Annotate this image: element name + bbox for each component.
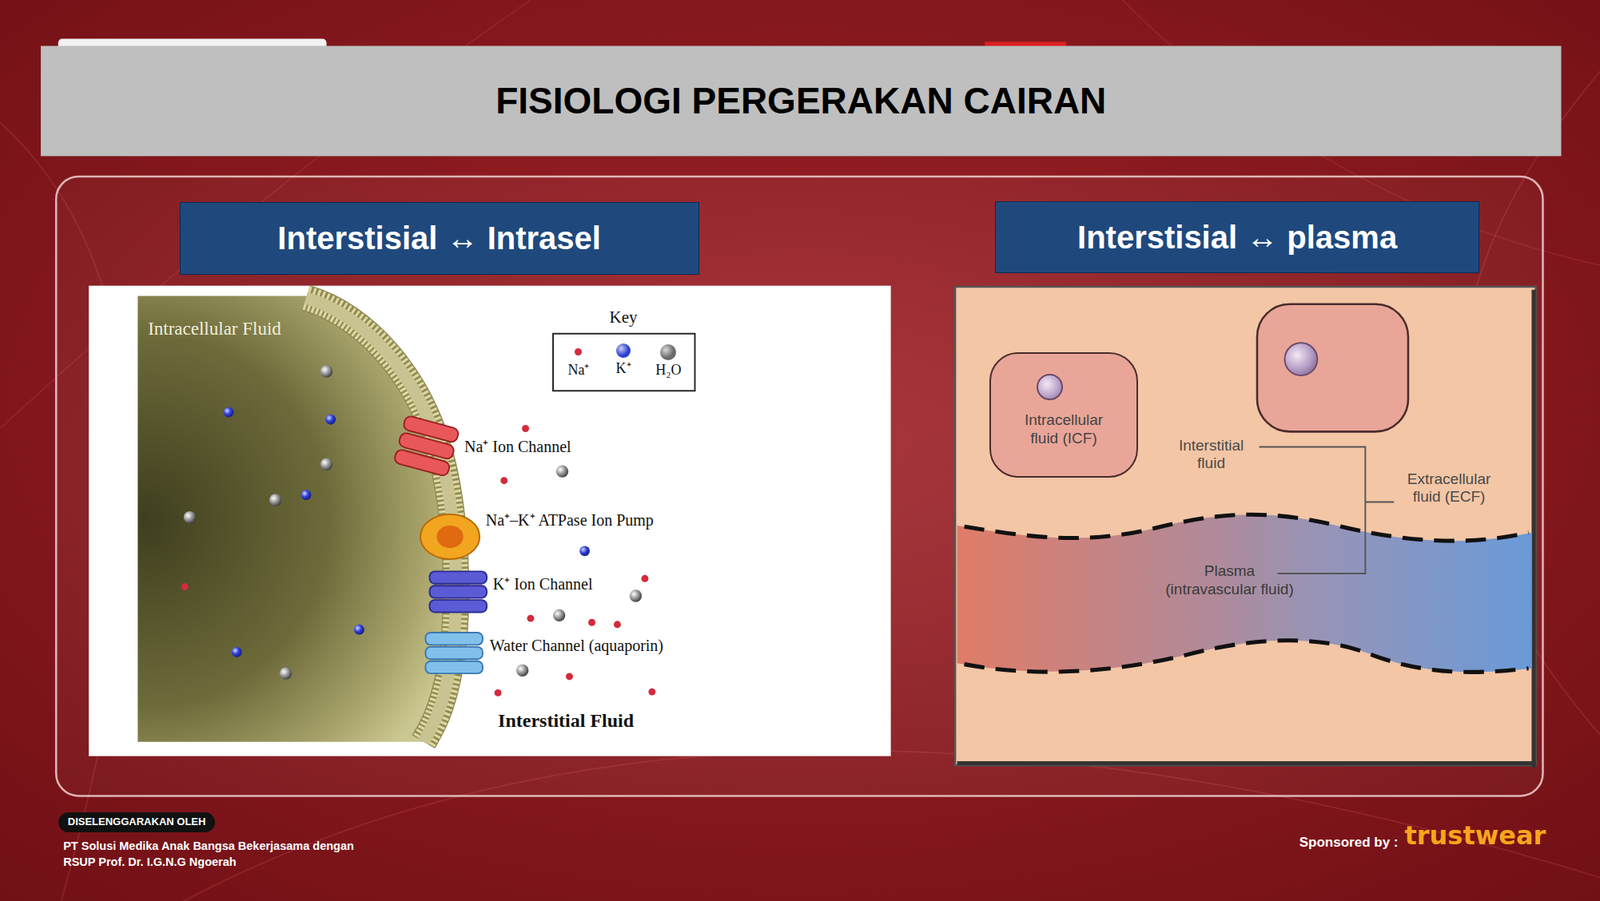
channel-subunit — [425, 632, 483, 645]
cell-shape: Intracellular fluid (ICF) — [989, 352, 1138, 478]
channel-subunit — [425, 647, 483, 660]
legend-box — [553, 334, 695, 392]
legend-entry: K⁺ — [599, 341, 648, 378]
water-molecule — [553, 609, 566, 622]
slide-title: FISIOLOGI PERGERAKAN CAIRAN — [40, 45, 1561, 156]
legend-swatch — [616, 343, 631, 359]
channel-subunit — [393, 449, 450, 478]
vessel-wall — [964, 514, 1529, 542]
node-text: Intracellular fluid (ICF) — [1019, 411, 1108, 449]
sodium-ion — [565, 672, 574, 681]
legend-text: K⁺ — [616, 360, 632, 378]
k-ion-channel — [429, 571, 488, 613]
channel-subunit — [429, 571, 488, 584]
water-molecule — [516, 664, 529, 677]
plasma-band-label: Plasma (intravascular fluid) — [1153, 562, 1307, 612]
sodium-ion — [181, 583, 189, 591]
bracket-line — [1365, 501, 1394, 504]
illustration-ground — [88, 286, 892, 757]
water-molecule — [269, 493, 282, 506]
potassium-ion — [354, 624, 365, 636]
organizer-text: RSUP Prof. Dr. I.G.N.G Ngoerah — [63, 855, 236, 870]
cell-interior — [137, 295, 456, 742]
legend-entry: H₂O — [644, 342, 693, 379]
water-molecule — [556, 465, 569, 478]
cell-shape — [1257, 304, 1409, 433]
pump-body — [420, 514, 480, 560]
sodium-ion — [640, 575, 649, 583]
region-label: Interstitial fluid — [1171, 437, 1252, 473]
organizer-text: PT Solusi Medika Anak Bangsa Bekerjasama… — [63, 839, 355, 854]
legend-swatch-holder — [574, 342, 582, 363]
potassium-ion — [301, 489, 312, 501]
part-label: Na⁺–K⁺ ATPase Ion Pump — [485, 511, 654, 530]
sodium-ion — [500, 477, 508, 485]
legend-entry: Na⁺ — [554, 342, 603, 379]
part-label: Water Channel (aquaporin) — [489, 636, 664, 656]
potassium-ion — [325, 414, 336, 426]
frame-shadow — [1531, 290, 1536, 769]
legend-text: Na⁺ — [567, 362, 590, 379]
water-molecule — [279, 667, 292, 680]
frame-shadow — [957, 761, 1537, 766]
part-label: K⁺ Ion Channel — [493, 575, 594, 594]
header-box: Interstisial ↔ plasma — [995, 201, 1480, 275]
nucleus — [1036, 374, 1063, 401]
title-bar — [40, 45, 1561, 156]
atpase-pump — [420, 514, 480, 560]
channel-subunit — [429, 600, 488, 613]
legend-swatch-holder — [616, 341, 631, 361]
water-molecule — [629, 589, 642, 602]
part-label: Na⁺ Ion Channel — [464, 437, 572, 457]
pump-core — [436, 525, 463, 549]
potassium-ion — [231, 647, 243, 658]
legend-swatch — [660, 344, 677, 361]
water-molecule — [320, 458, 333, 471]
sodium-ion — [521, 425, 530, 433]
region-label: Intracellular Fluid — [147, 318, 282, 340]
region-label: Interstitial Fluid — [497, 710, 634, 733]
nucleus — [1284, 342, 1318, 376]
channel-subunit — [425, 661, 483, 674]
potassium-ion — [579, 545, 590, 557]
sodium-ion — [648, 688, 656, 697]
node-text: Plasma (intravascular fluid) — [1158, 562, 1302, 600]
potassium-ion — [223, 407, 235, 418]
top-accent-bar — [984, 41, 1067, 46]
aquaporin-channel — [425, 632, 483, 674]
legend-swatch-holder — [660, 342, 677, 363]
legend-title: Key — [609, 307, 638, 327]
sponsor-logo: trustwear — [1404, 821, 1546, 852]
region-label: Extracellular fluid (ECF) — [1400, 470, 1497, 506]
water-molecule — [320, 365, 333, 378]
illustration-ground — [955, 286, 1536, 766]
header-text: Interstisial ↔ plasma — [1077, 218, 1398, 256]
plasma-band — [957, 514, 1533, 673]
sodium-ion — [588, 619, 596, 627]
channel-subunit — [429, 585, 488, 598]
bracket-line — [1259, 447, 1366, 574]
header-text: Interstisial ↔ Intrasel — [277, 219, 601, 257]
vessel-wall — [964, 640, 1529, 673]
na-ion-channel — [393, 415, 459, 478]
content-panel — [55, 176, 1543, 797]
sodium-ion — [494, 689, 502, 697]
sodium-ion — [613, 620, 621, 629]
sodium-ion — [526, 615, 534, 623]
header-box: Interstisial ↔ Intrasel — [179, 202, 700, 275]
legend-text: H₂O — [655, 362, 681, 379]
water-molecule — [183, 511, 196, 524]
sponsor-text: Sponsored by : — [1299, 835, 1399, 852]
legend-swatch — [574, 348, 582, 356]
organizer-badge: DISELENGGARAKAN OLEH — [58, 812, 216, 833]
